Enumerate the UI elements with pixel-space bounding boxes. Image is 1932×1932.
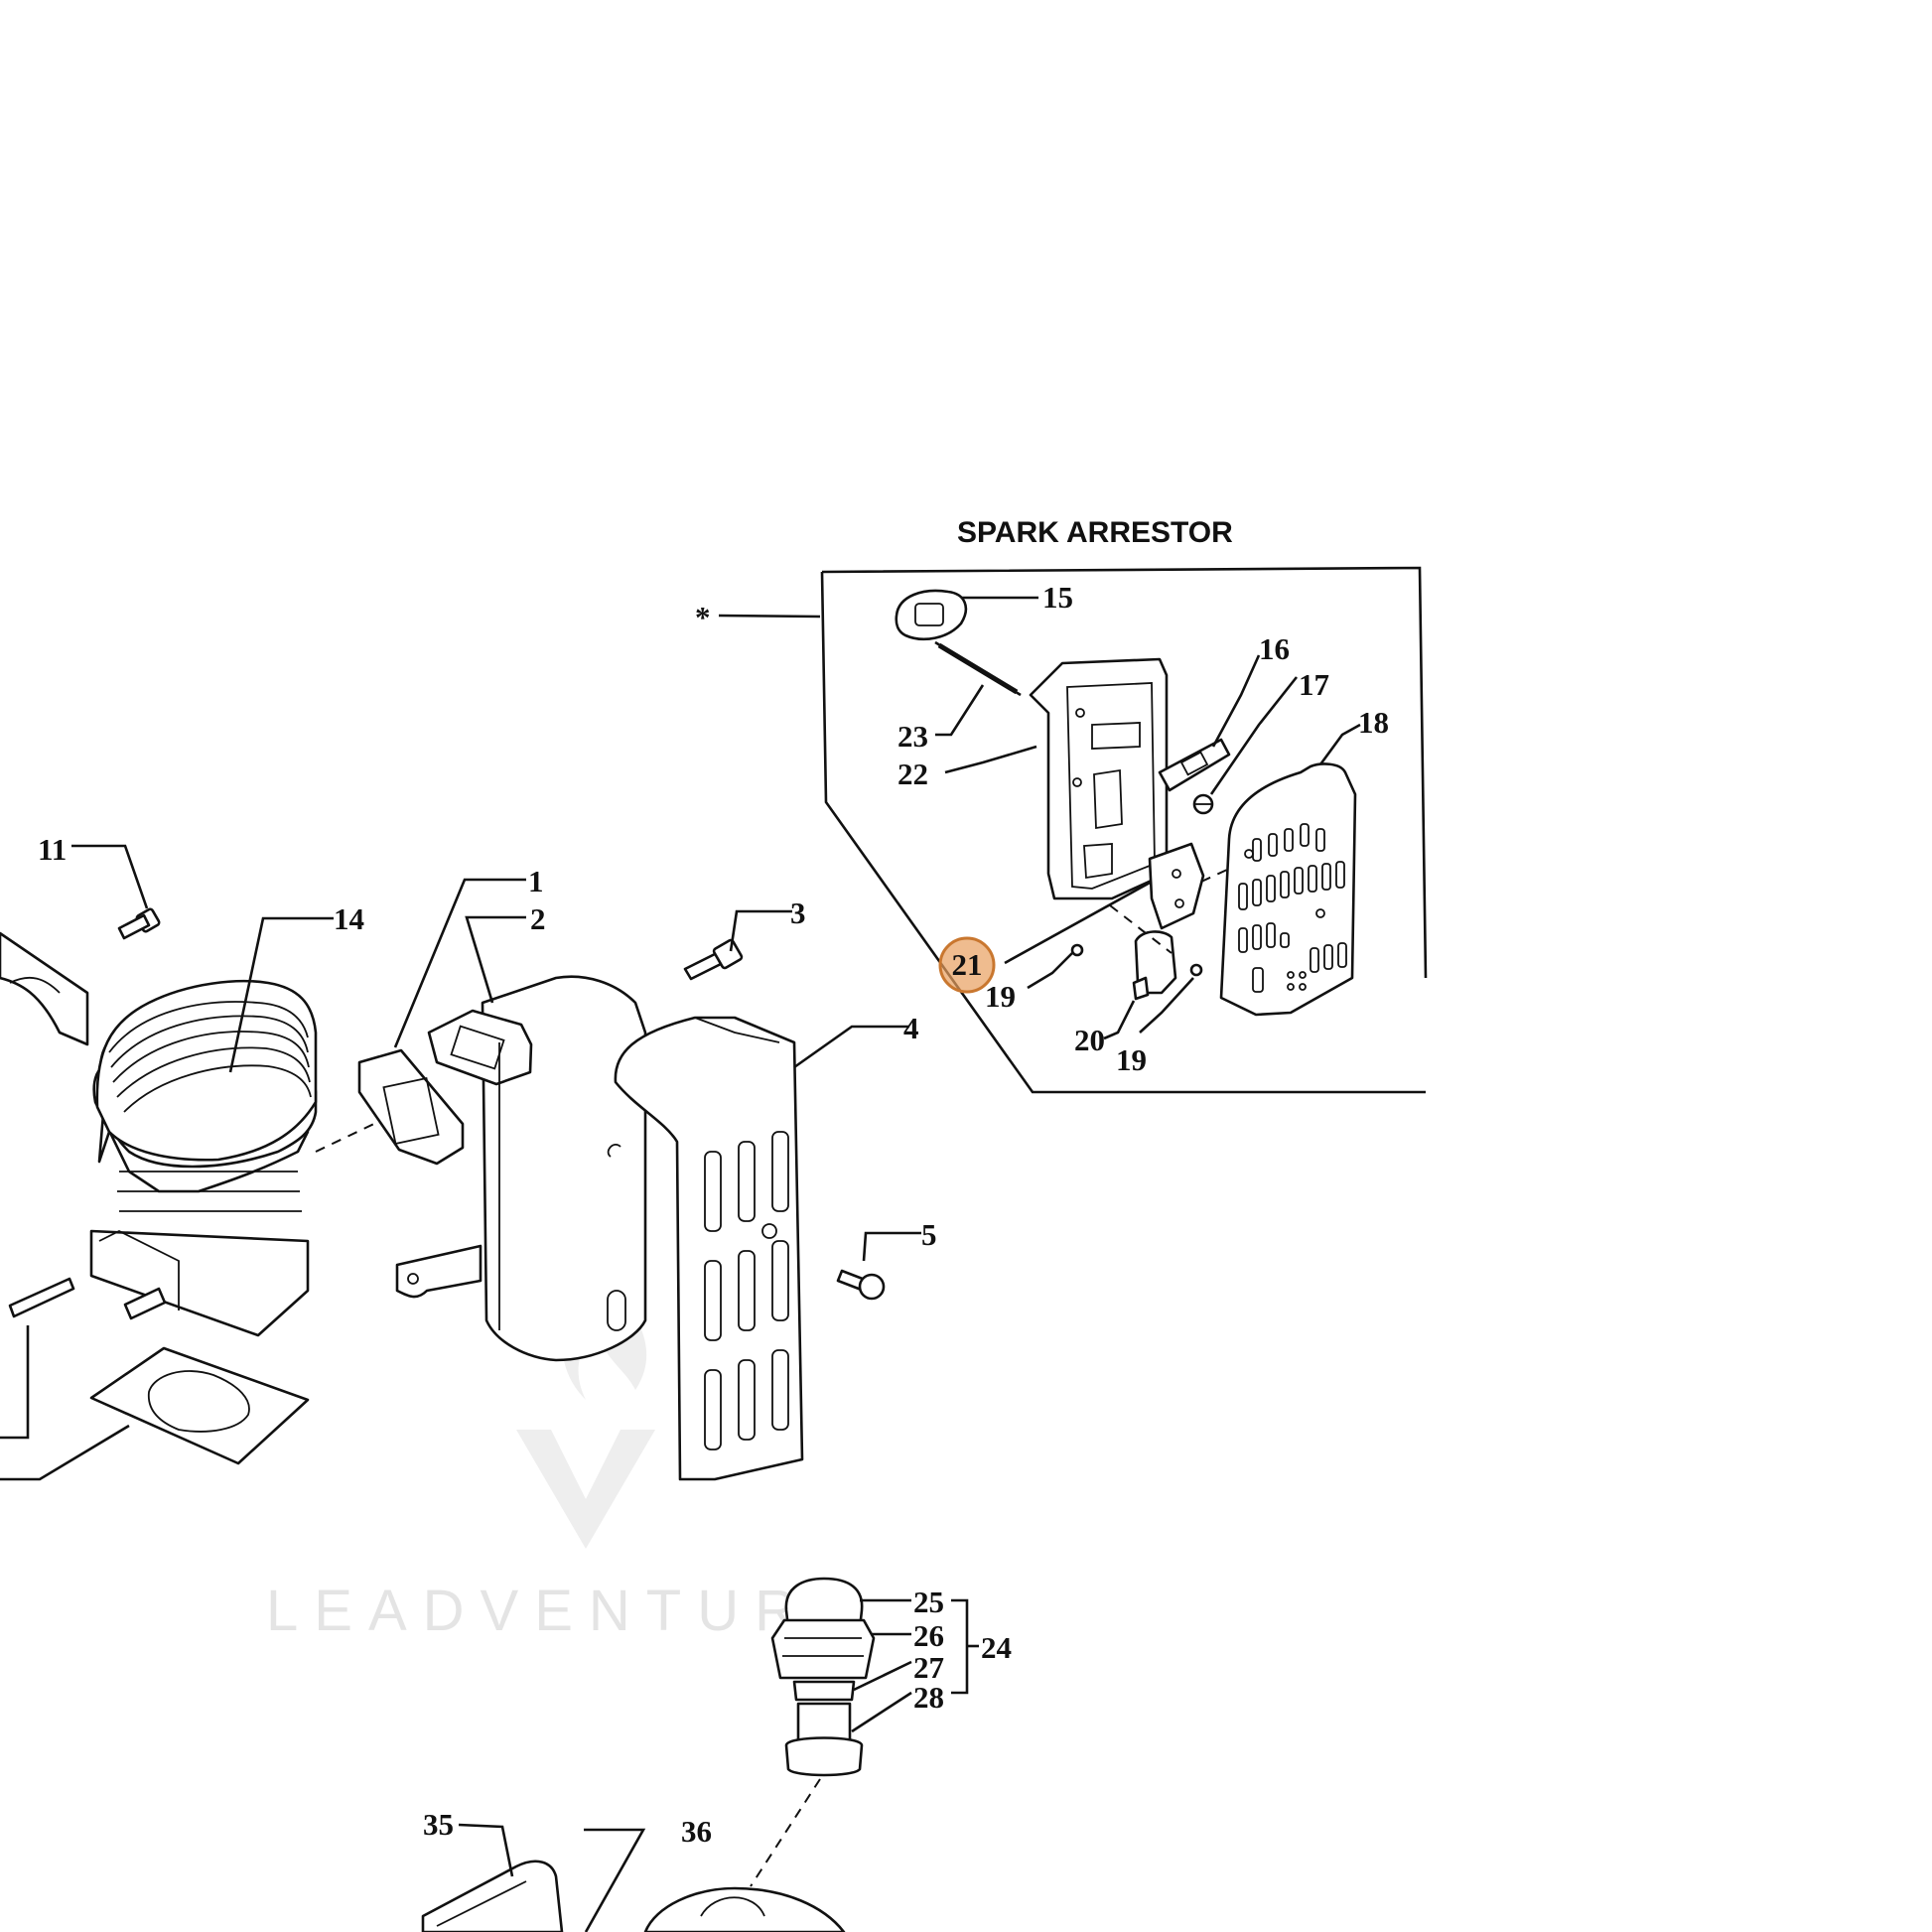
bolt-part-3 <box>683 938 744 981</box>
callout-23[interactable]: 23 <box>897 719 928 754</box>
callout-22[interactable]: 22 <box>897 757 928 791</box>
callout-4[interactable]: 4 <box>903 1011 919 1045</box>
bracket-part-20 <box>1132 930 1177 1001</box>
callout-28[interactable]: 28 <box>913 1680 944 1715</box>
bracket-part-35 <box>421 1860 564 1932</box>
stud-part-23 <box>934 640 1022 697</box>
callout-16[interactable]: 16 <box>1259 631 1290 666</box>
watermark: LEADVENTURE <box>266 1291 867 1643</box>
callout-3[interactable]: 3 <box>790 896 806 930</box>
asterisk-mark: * <box>695 600 711 634</box>
gasket-part-15 <box>895 589 968 641</box>
callout-35[interactable]: 35 <box>423 1807 454 1842</box>
spark-arrestor-title: SPARK ARRESTOR <box>957 516 1233 549</box>
callout-36[interactable]: 36 <box>681 1814 712 1849</box>
gasket-part-16 <box>1158 738 1231 792</box>
tank-part-36 <box>643 1886 846 1932</box>
cylinder-base-gasket <box>89 1346 310 1465</box>
engine-cover-fragment <box>0 931 89 1046</box>
spark-arrestor-frame <box>718 566 1428 1094</box>
watermark-text: LEADVENTURE <box>266 1579 867 1643</box>
arrestor-muffler-part-22 <box>1029 657 1169 900</box>
callout-19-upper[interactable]: 19 <box>985 979 1016 1014</box>
bolt-part-11 <box>117 907 161 940</box>
cylinder-part-14 <box>89 979 318 1337</box>
gasket-part-1 <box>357 1048 465 1166</box>
cap-assembly-part-24 <box>770 1577 876 1777</box>
heat-shield-part-4 <box>614 1016 804 1481</box>
cap-assembly-leaders <box>851 1598 979 1733</box>
callout-1[interactable]: 1 <box>528 864 544 898</box>
callout-27[interactable]: 27 <box>913 1650 944 1685</box>
selected-callout-highlight[interactable] <box>938 936 996 994</box>
callout-5[interactable]: 5 <box>921 1217 937 1252</box>
screw-part-5 <box>836 1269 886 1301</box>
muffler-part-2 <box>395 975 647 1362</box>
callout-11[interactable]: 11 <box>38 832 67 867</box>
callout-25[interactable]: 25 <box>913 1585 944 1619</box>
callout-24[interactable]: 24 <box>981 1630 1012 1665</box>
callout-20[interactable]: 20 <box>1074 1023 1105 1057</box>
callout-15[interactable]: 15 <box>1042 580 1073 615</box>
callout-19-lower[interactable]: 19 <box>1116 1042 1147 1077</box>
callout-14[interactable]: 14 <box>334 901 364 936</box>
screw-part-19 <box>1070 943 1203 977</box>
callout-21[interactable]: 21 <box>952 947 983 982</box>
callout-26[interactable]: 26 <box>913 1618 944 1653</box>
callout-18[interactable]: 18 <box>1358 705 1389 740</box>
callout-2[interactable]: 2 <box>530 901 546 936</box>
arrestor-screen-holder <box>1148 842 1205 930</box>
callout-17[interactable]: 17 <box>1299 667 1329 702</box>
arrestor-cover-part-18 <box>1219 762 1357 1017</box>
screen-part-17 <box>1192 793 1214 815</box>
stud-left <box>8 1277 167 1320</box>
